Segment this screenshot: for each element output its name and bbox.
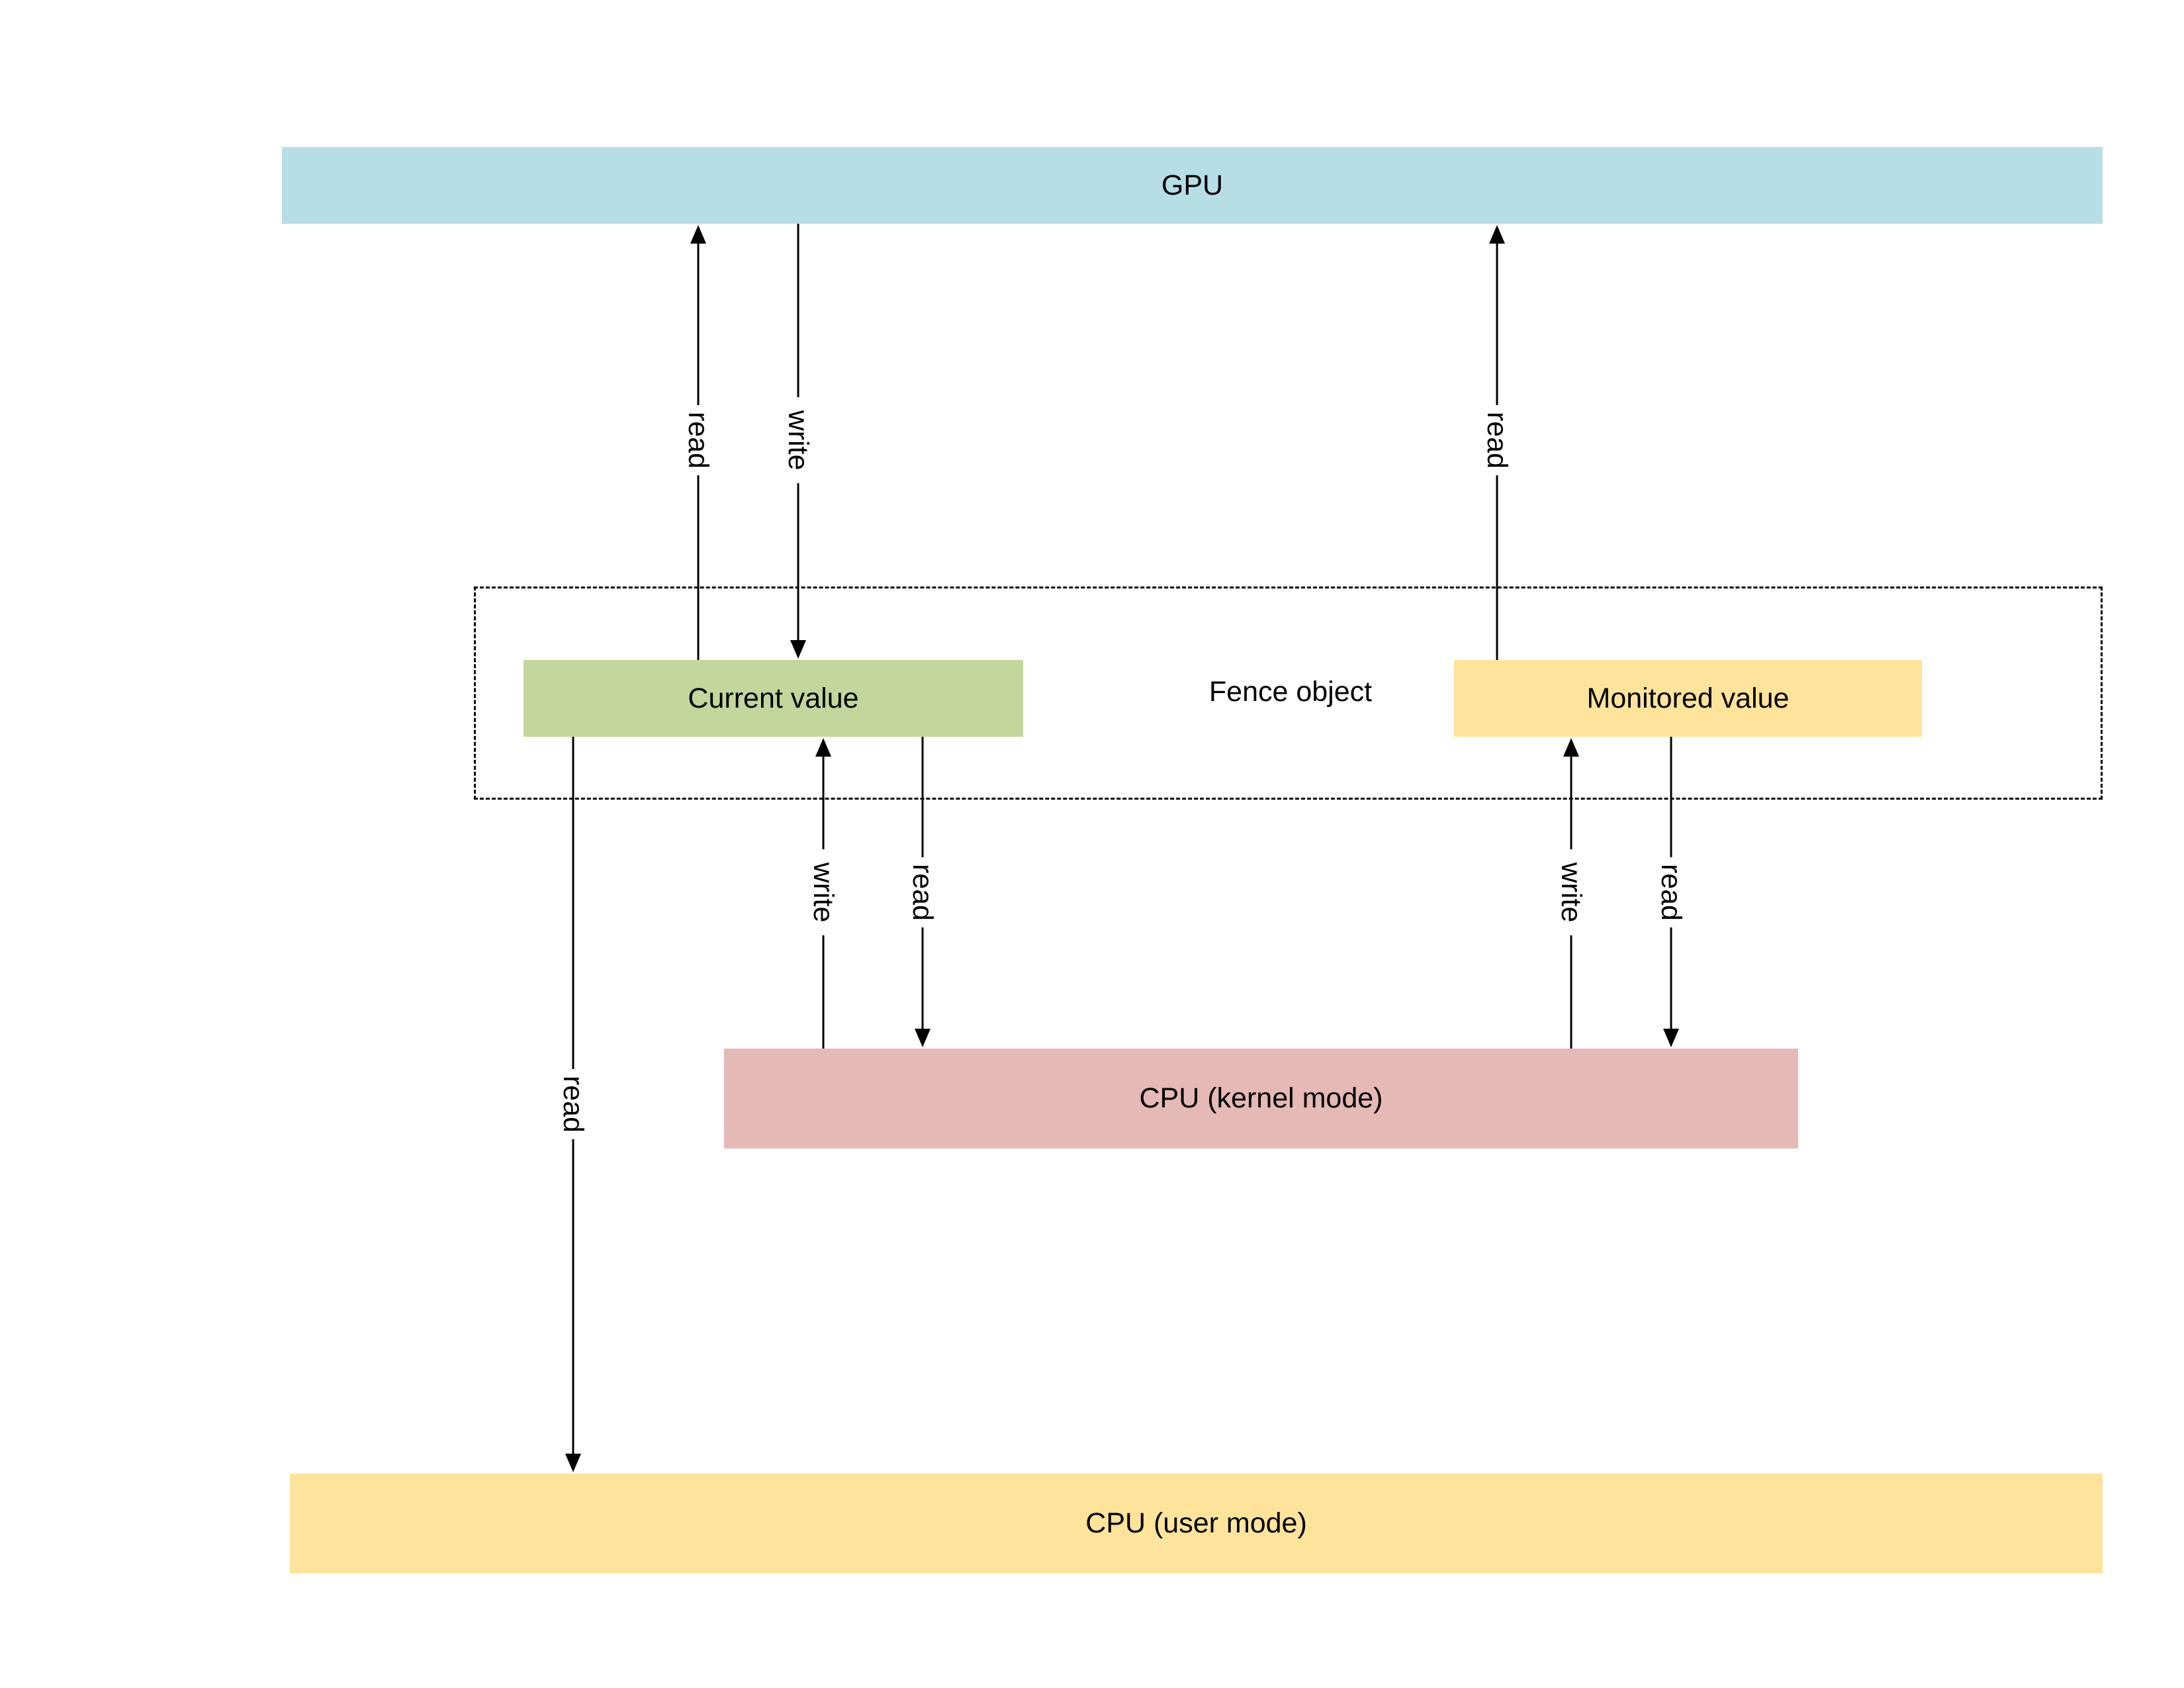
arrow-head — [915, 1029, 931, 1047]
arrow-head — [1489, 225, 1505, 244]
arrow-current-read-gpu: read — [682, 225, 714, 660]
arrow-head — [790, 640, 806, 659]
arrow-label-background — [1484, 405, 1510, 475]
arrow-monitored-read-gpu: read — [1481, 225, 1513, 660]
arrow-monitored-read-kernel: read — [1655, 737, 1687, 1047]
cpu-kernel-mode-label: CPU (kernel mode) — [1139, 1082, 1383, 1114]
arrow-label: write — [1555, 862, 1587, 923]
arrow-head — [690, 225, 706, 244]
arrow-current-read-kernel: read — [907, 737, 938, 1047]
arrow-label-background — [810, 849, 837, 935]
cpu-kernel-mode-block: CPU (kernel mode) — [724, 1049, 1798, 1149]
arrow-label: read — [557, 1076, 589, 1133]
current-value-block: Current value — [523, 660, 1023, 737]
arrow-label-background — [560, 1069, 586, 1139]
arrow-label-background — [1658, 857, 1684, 927]
current-value-label: Current value — [688, 682, 859, 714]
fence-object-border — [474, 586, 2103, 800]
fence-object-label: Fence object — [1208, 675, 1373, 708]
arrow-head — [1563, 738, 1579, 757]
cpu-user-mode-block: CPU (user mode) — [290, 1474, 2103, 1573]
arrow-current-read-user: read — [557, 737, 589, 1472]
monitored-value-label: Monitored value — [1586, 682, 1790, 714]
arrow-head — [815, 738, 831, 757]
monitored-value-block: Monitored value — [1454, 660, 1922, 737]
arrow-label: write — [807, 862, 839, 923]
arrow-label-background — [909, 857, 936, 927]
arrow-gpu-write-current: write — [782, 224, 814, 659]
arrow-label: read — [682, 412, 714, 469]
gpu-block: GPU — [282, 147, 2103, 224]
arrow-label-background — [1558, 849, 1584, 935]
cpu-user-mode-label: CPU (user mode) — [1085, 1507, 1307, 1539]
arrow-label: read — [1655, 864, 1687, 921]
gpu-label: GPU — [1161, 169, 1224, 201]
arrow-label: read — [1481, 412, 1513, 469]
arrow-head — [1663, 1029, 1679, 1047]
arrow-label-background — [785, 397, 811, 483]
arrow-label-background — [685, 405, 711, 475]
arrow-label: write — [782, 410, 814, 471]
arrow-head — [565, 1454, 581, 1472]
arrow-label: read — [907, 864, 938, 921]
arrow-kernel-write-current: write — [807, 738, 839, 1049]
arrow-kernel-write-monitored: write — [1555, 738, 1587, 1049]
